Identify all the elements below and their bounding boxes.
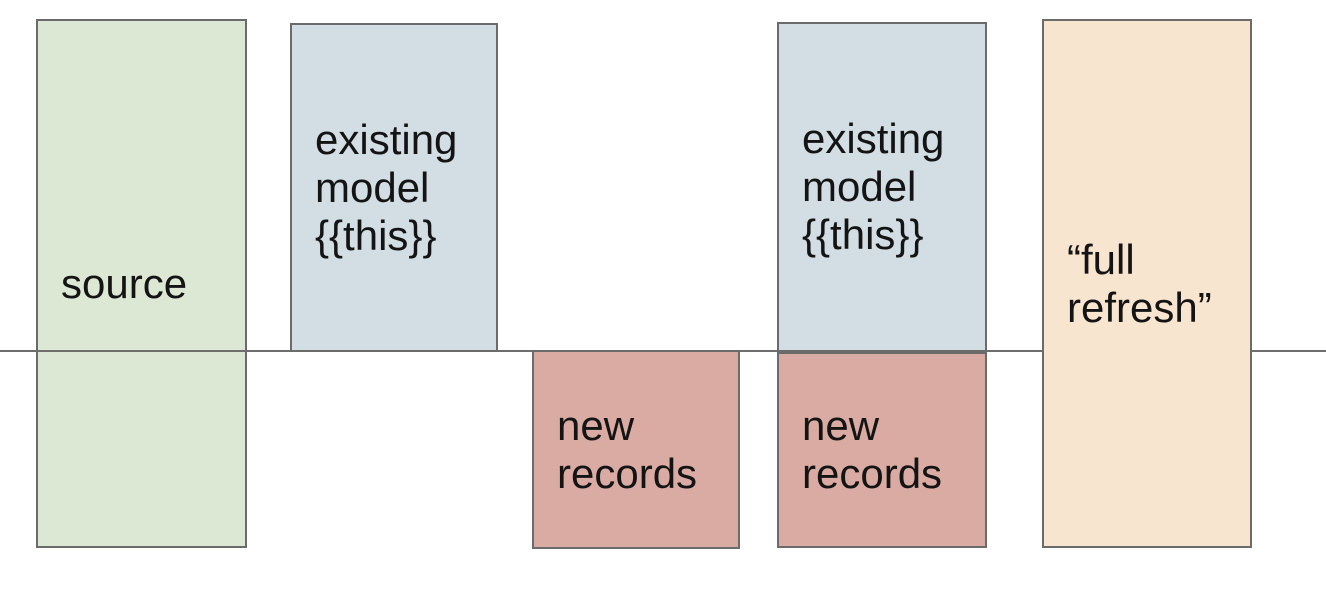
new-records-box-1: new records xyxy=(532,350,740,549)
full-refresh-box: “full refresh” xyxy=(1042,19,1252,548)
new-records-box-2: new records xyxy=(777,352,987,548)
new-records-label-2: new records xyxy=(802,402,943,497)
existing-model-box-2: existing model {{this}} xyxy=(777,22,987,352)
existing-model-label-2: existing model {{this}} xyxy=(802,115,945,258)
existing-model-label-1: existing model {{this}} xyxy=(315,115,458,259)
new-records-label-1: new records xyxy=(557,401,698,497)
source-box: source xyxy=(36,19,247,548)
existing-model-box-1: existing model {{this}} xyxy=(290,23,498,352)
source-label: source xyxy=(61,259,188,307)
full-refresh-label: “full refresh” xyxy=(1067,235,1212,331)
